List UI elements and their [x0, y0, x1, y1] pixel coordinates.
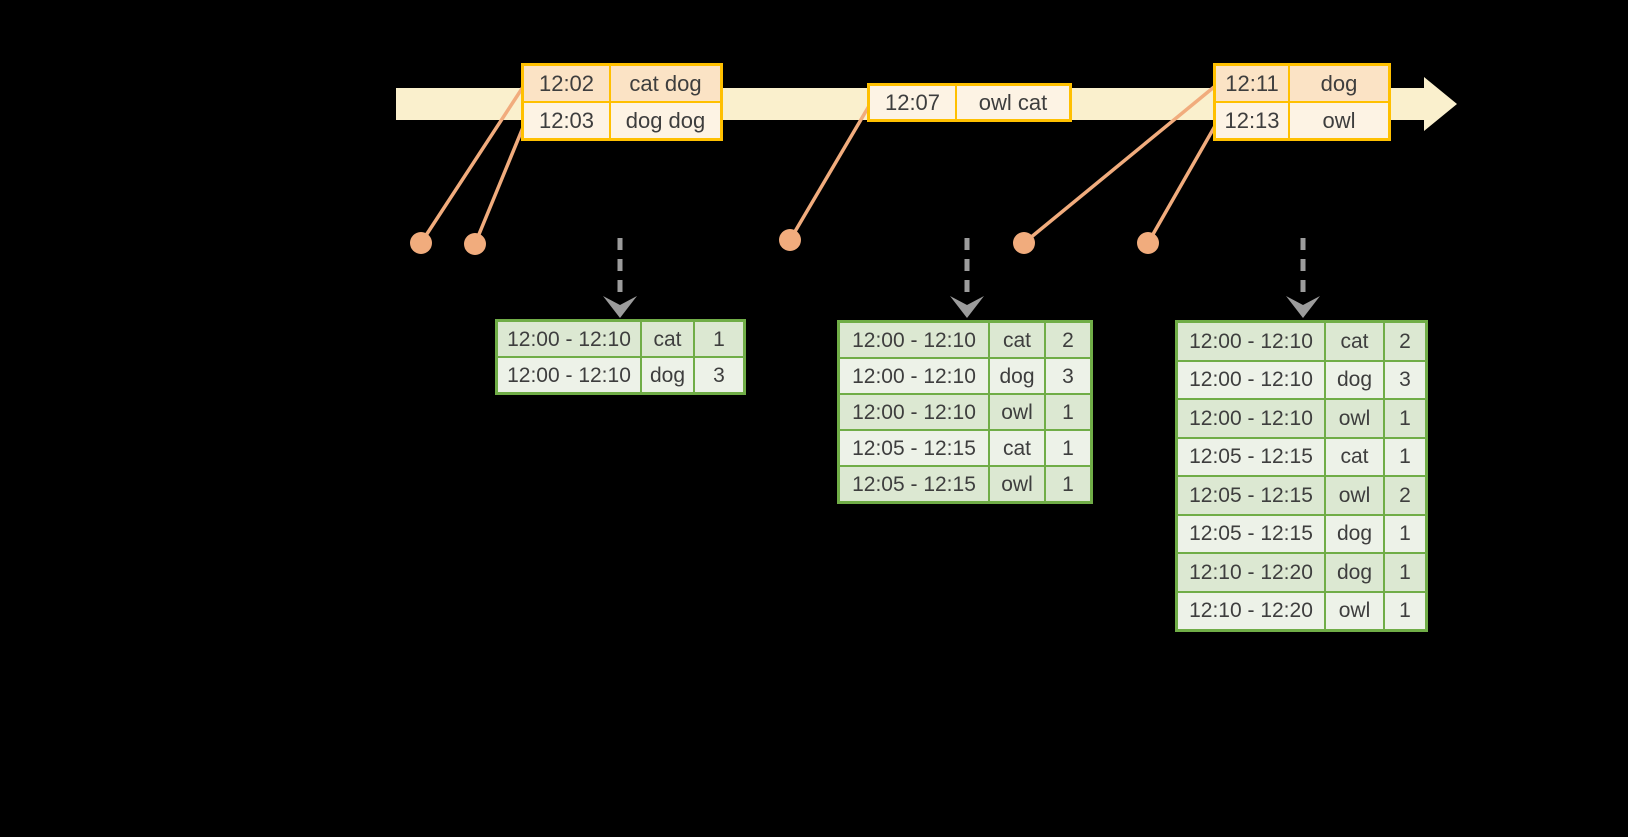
- word-cell: cat: [1326, 438, 1383, 475]
- count-cell: 1: [1385, 554, 1425, 591]
- event-words: dog dog: [611, 103, 720, 138]
- connector-line: [788, 105, 871, 241]
- window-cell: 12:00 - 12:10: [1178, 323, 1324, 360]
- word-cell: cat: [990, 323, 1044, 357]
- event-table-2: 12:07 owl cat: [867, 83, 1072, 122]
- count-cell: 3: [1046, 359, 1090, 393]
- count-cell: 2: [1385, 477, 1425, 514]
- window-cell: 12:05 - 12:15: [1178, 477, 1324, 514]
- event-table-3: 12:11 dog 12:13 owl: [1213, 63, 1391, 141]
- count-cell: 1: [1385, 592, 1425, 629]
- count-cell: 1: [1046, 395, 1090, 429]
- window-cell: 12:00 - 12:10: [840, 395, 988, 429]
- event-dot: [410, 232, 432, 254]
- word-cell: owl: [1326, 477, 1383, 514]
- word-cell: dog: [642, 358, 693, 392]
- event-time: 12:11: [1216, 66, 1288, 101]
- event-words: cat dog: [611, 66, 720, 101]
- event-dot: [779, 229, 801, 251]
- window-cell: 12:05 - 12:15: [1178, 515, 1324, 552]
- count-cell: 1: [695, 322, 743, 356]
- word-cell: dog: [1326, 515, 1383, 552]
- word-cell: cat: [642, 322, 693, 356]
- event-time: 12:02: [524, 66, 609, 101]
- event-words: dog: [1290, 66, 1388, 101]
- count-cell: 3: [1385, 361, 1425, 398]
- trigger-arrowheads: [603, 296, 1320, 318]
- word-cell: dog: [1326, 554, 1383, 591]
- down-arrowhead-icon: [1286, 296, 1320, 318]
- word-cell: dog: [990, 359, 1044, 393]
- window-cell: 12:05 - 12:15: [840, 467, 988, 501]
- result-table-3: 12:00 - 12:10 cat 2 12:00 - 12:10 dog 3 …: [1175, 320, 1428, 632]
- window-cell: 12:00 - 12:10: [840, 323, 988, 357]
- word-cell: dog: [1326, 361, 1383, 398]
- down-arrowhead-icon: [950, 296, 984, 318]
- count-cell: 2: [1385, 323, 1425, 360]
- word-cell: owl: [1326, 400, 1383, 437]
- connector-line: [473, 124, 526, 245]
- event-dot: [464, 233, 486, 255]
- connector-line: [1022, 85, 1216, 245]
- word-cell: owl: [1326, 592, 1383, 629]
- result-table-1: 12:00 - 12:10 cat 1 12:00 - 12:10 dog 3: [495, 319, 746, 395]
- word-cell: cat: [990, 431, 1044, 465]
- window-cell: 12:00 - 12:10: [498, 358, 640, 392]
- count-cell: 2: [1046, 323, 1090, 357]
- event-dot: [1013, 232, 1035, 254]
- window-cell: 12:00 - 12:10: [1178, 400, 1324, 437]
- connector-line: [1146, 125, 1217, 244]
- result-table-2: 12:00 - 12:10 cat 2 12:00 - 12:10 dog 3 …: [837, 320, 1093, 504]
- event-words: owl cat: [957, 86, 1069, 119]
- event-time: 12:03: [524, 103, 609, 138]
- event-words: owl: [1290, 103, 1388, 138]
- event-table-1: 12:02 cat dog 12:03 dog dog: [521, 63, 723, 141]
- timeline-arrowhead-icon: [1424, 77, 1457, 131]
- window-cell: 12:00 - 12:10: [840, 359, 988, 393]
- event-time: 12:13: [1216, 103, 1288, 138]
- window-cell: 12:00 - 12:10: [1178, 361, 1324, 398]
- count-cell: 1: [1046, 467, 1090, 501]
- count-cell: 1: [1385, 515, 1425, 552]
- event-time: 12:07: [870, 86, 955, 119]
- window-cell: 12:10 - 12:20: [1178, 554, 1324, 591]
- word-cell: owl: [990, 395, 1044, 429]
- window-cell: 12:05 - 12:15: [840, 431, 988, 465]
- connector-line: [419, 86, 525, 244]
- event-dot: [1137, 232, 1159, 254]
- count-cell: 1: [1385, 438, 1425, 475]
- event-dots: [410, 229, 1159, 255]
- count-cell: 1: [1385, 400, 1425, 437]
- trigger-dashed-lines: [617, 238, 1306, 298]
- window-cell: 12:05 - 12:15: [1178, 438, 1324, 475]
- count-cell: 1: [1046, 431, 1090, 465]
- down-arrowhead-icon: [603, 296, 637, 318]
- count-cell: 3: [695, 358, 743, 392]
- window-cell: 12:10 - 12:20: [1178, 592, 1324, 629]
- word-cell: cat: [1326, 323, 1383, 360]
- word-cell: owl: [990, 467, 1044, 501]
- window-cell: 12:00 - 12:10: [498, 322, 640, 356]
- event-connector-lines: [419, 85, 1217, 245]
